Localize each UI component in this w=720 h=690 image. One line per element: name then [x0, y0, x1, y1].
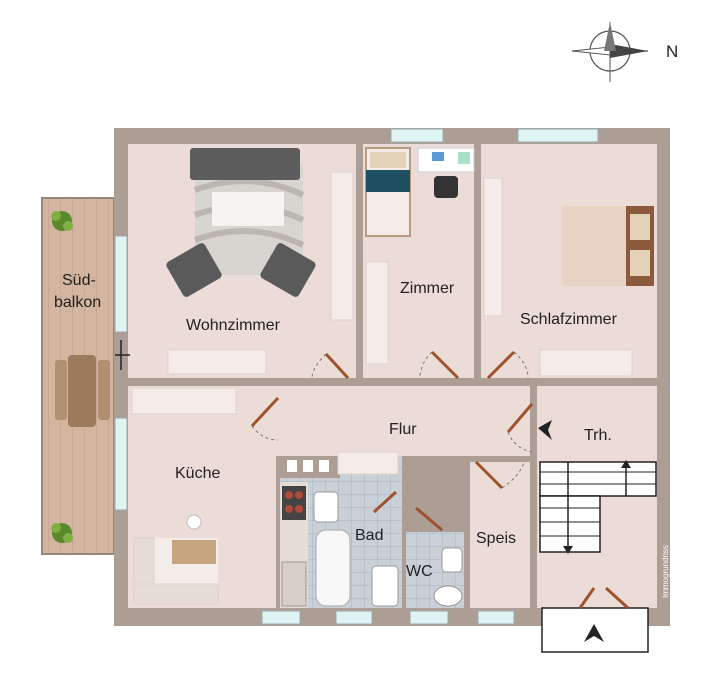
bedroom-furniture [483, 177, 654, 377]
staircase [539, 460, 657, 554]
entrance-landing [541, 607, 649, 653]
window [114, 128, 599, 625]
entrance-arrow-icon [584, 624, 604, 642]
door-swing [486, 350, 529, 380]
door-swing [311, 352, 350, 380]
stairwell-label: Trh. [584, 427, 612, 444]
watermark: Immogrundriss [661, 545, 670, 598]
door-swing [419, 350, 460, 380]
bedroom-label: Schlafzimmer [520, 311, 618, 328]
kitchen-furniture [131, 387, 308, 608]
wc-label: WC [406, 563, 433, 580]
living-room-label: Wohnzimmer [186, 317, 281, 334]
kitchen-label: Küche [175, 465, 220, 482]
balcony-label-line1: Süd- [62, 272, 96, 289]
door-swing [372, 490, 443, 532]
plant-icon [51, 523, 73, 543]
bath-label: Bad [355, 527, 383, 544]
plant-icon [51, 211, 73, 231]
pantry-label: Speis [476, 530, 516, 547]
north-label: N [666, 42, 678, 61]
room-label: Zimmer [400, 280, 455, 297]
compass-rose-icon [571, 22, 648, 82]
room-furniture [365, 147, 475, 365]
hall-label: Flur [389, 421, 417, 438]
bath-fixtures [280, 451, 463, 607]
entrance-arrow-icon [538, 420, 552, 440]
door-swing [250, 396, 534, 490]
balcony-table-icon [55, 355, 110, 427]
living-room-furniture [166, 148, 354, 375]
door-swing [578, 586, 630, 610]
balcony-label-line2: balkon [54, 294, 101, 311]
